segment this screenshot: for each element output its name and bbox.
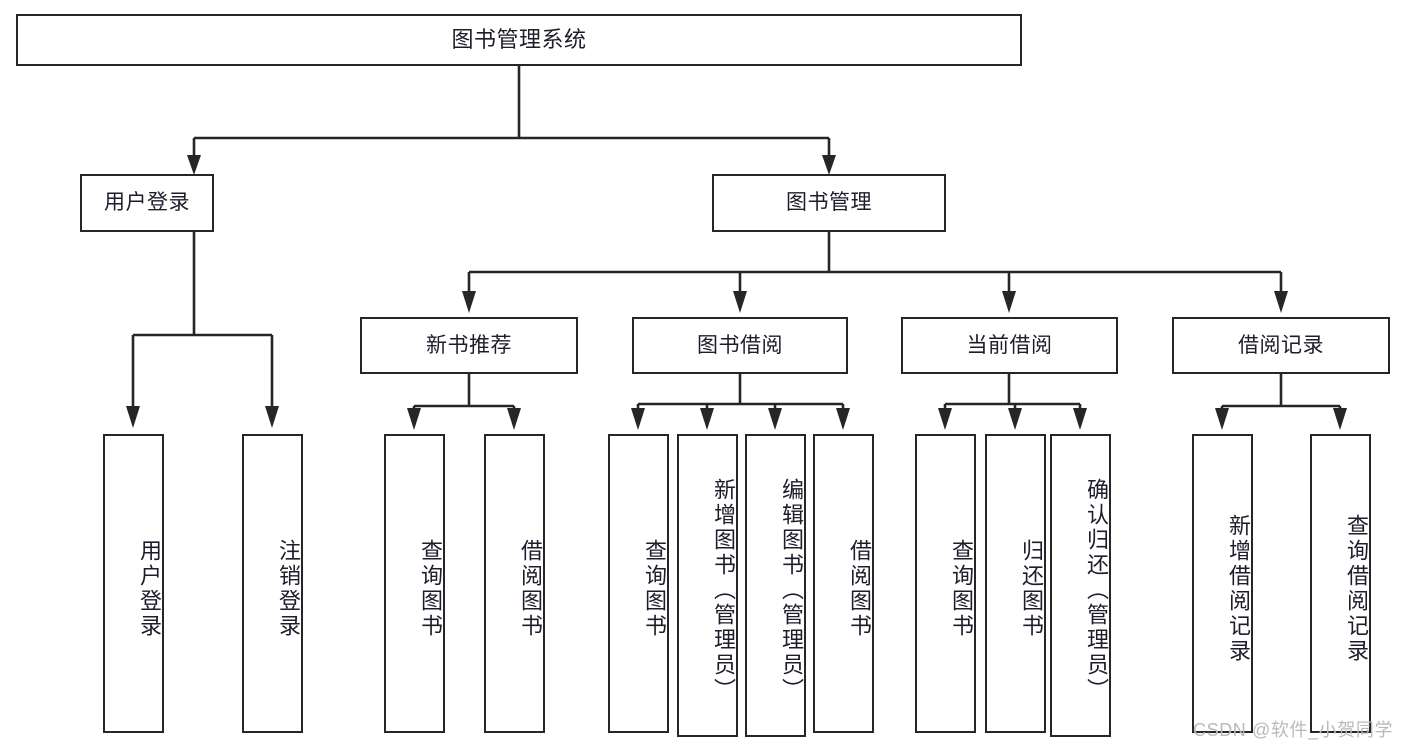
- arrow-leaf-edit-book: [768, 408, 782, 430]
- arrow-to-book-borrow: [733, 291, 747, 313]
- leaf-borrow-book-borrow[interactable]: 借阅图书: [813, 434, 874, 733]
- node-root-system[interactable]: 图书管理系统: [16, 14, 1022, 66]
- node-book-management[interactable]: 图书管理: [712, 174, 946, 232]
- arrow-leaf-add-book: [700, 408, 714, 430]
- csdn-watermark: CSDN @软件_小贺同学: [1193, 720, 1394, 740]
- arrow-leaf-query-record: [1333, 408, 1347, 430]
- leaf-confirm-return-admin[interactable]: 确认归还（管理员）: [1050, 434, 1111, 737]
- leaf-add-book-admin[interactable]: 新增图书（管理员）: [677, 434, 738, 737]
- node-new-book-recommend[interactable]: 新书推荐: [360, 317, 578, 374]
- node-user-login[interactable]: 用户登录: [80, 174, 214, 232]
- arrow-leaf-logout: [265, 406, 279, 428]
- leaf-edit-book-admin[interactable]: 编辑图书（管理员）: [745, 434, 806, 737]
- arrow-to-user-login: [187, 155, 201, 175]
- arrow-leaf-return-book: [1008, 408, 1022, 430]
- leaf-query-book-recommend[interactable]: 查询图书: [384, 434, 445, 733]
- leaf-query-book-current[interactable]: 查询图书: [915, 434, 976, 733]
- arrow-leaf-user-login: [126, 406, 140, 428]
- leaf-return-book[interactable]: 归还图书: [985, 434, 1046, 733]
- leaf-add-borrow-record[interactable]: 新增借阅记录: [1192, 434, 1253, 733]
- arrow-leaf-query-book-2: [631, 408, 645, 430]
- arrow-to-book-management: [822, 155, 836, 175]
- leaf-user-login[interactable]: 用户登录: [103, 434, 164, 733]
- arrow-leaf-confirm-return: [1073, 408, 1087, 430]
- leaf-query-borrow-record[interactable]: 查询借阅记录: [1310, 434, 1371, 733]
- arrow-leaf-borrow-book-2: [836, 408, 850, 430]
- arrow-leaf-query-book-1: [407, 408, 421, 430]
- leaf-query-book-borrow[interactable]: 查询图书: [608, 434, 669, 733]
- arrow-to-new-book-recommend: [462, 291, 476, 313]
- node-book-borrow[interactable]: 图书借阅: [632, 317, 848, 374]
- node-borrow-record[interactable]: 借阅记录: [1172, 317, 1390, 374]
- arrow-to-current-borrow: [1002, 291, 1016, 313]
- arrow-leaf-add-record: [1215, 408, 1229, 430]
- leaf-logout[interactable]: 注销登录: [242, 434, 303, 733]
- arrow-leaf-query-book-3: [938, 408, 952, 430]
- arrow-leaf-borrow-book-1: [507, 408, 521, 430]
- node-current-borrow[interactable]: 当前借阅: [901, 317, 1118, 374]
- arrow-to-borrow-record: [1274, 291, 1288, 313]
- leaf-borrow-book-recommend[interactable]: 借阅图书: [484, 434, 545, 733]
